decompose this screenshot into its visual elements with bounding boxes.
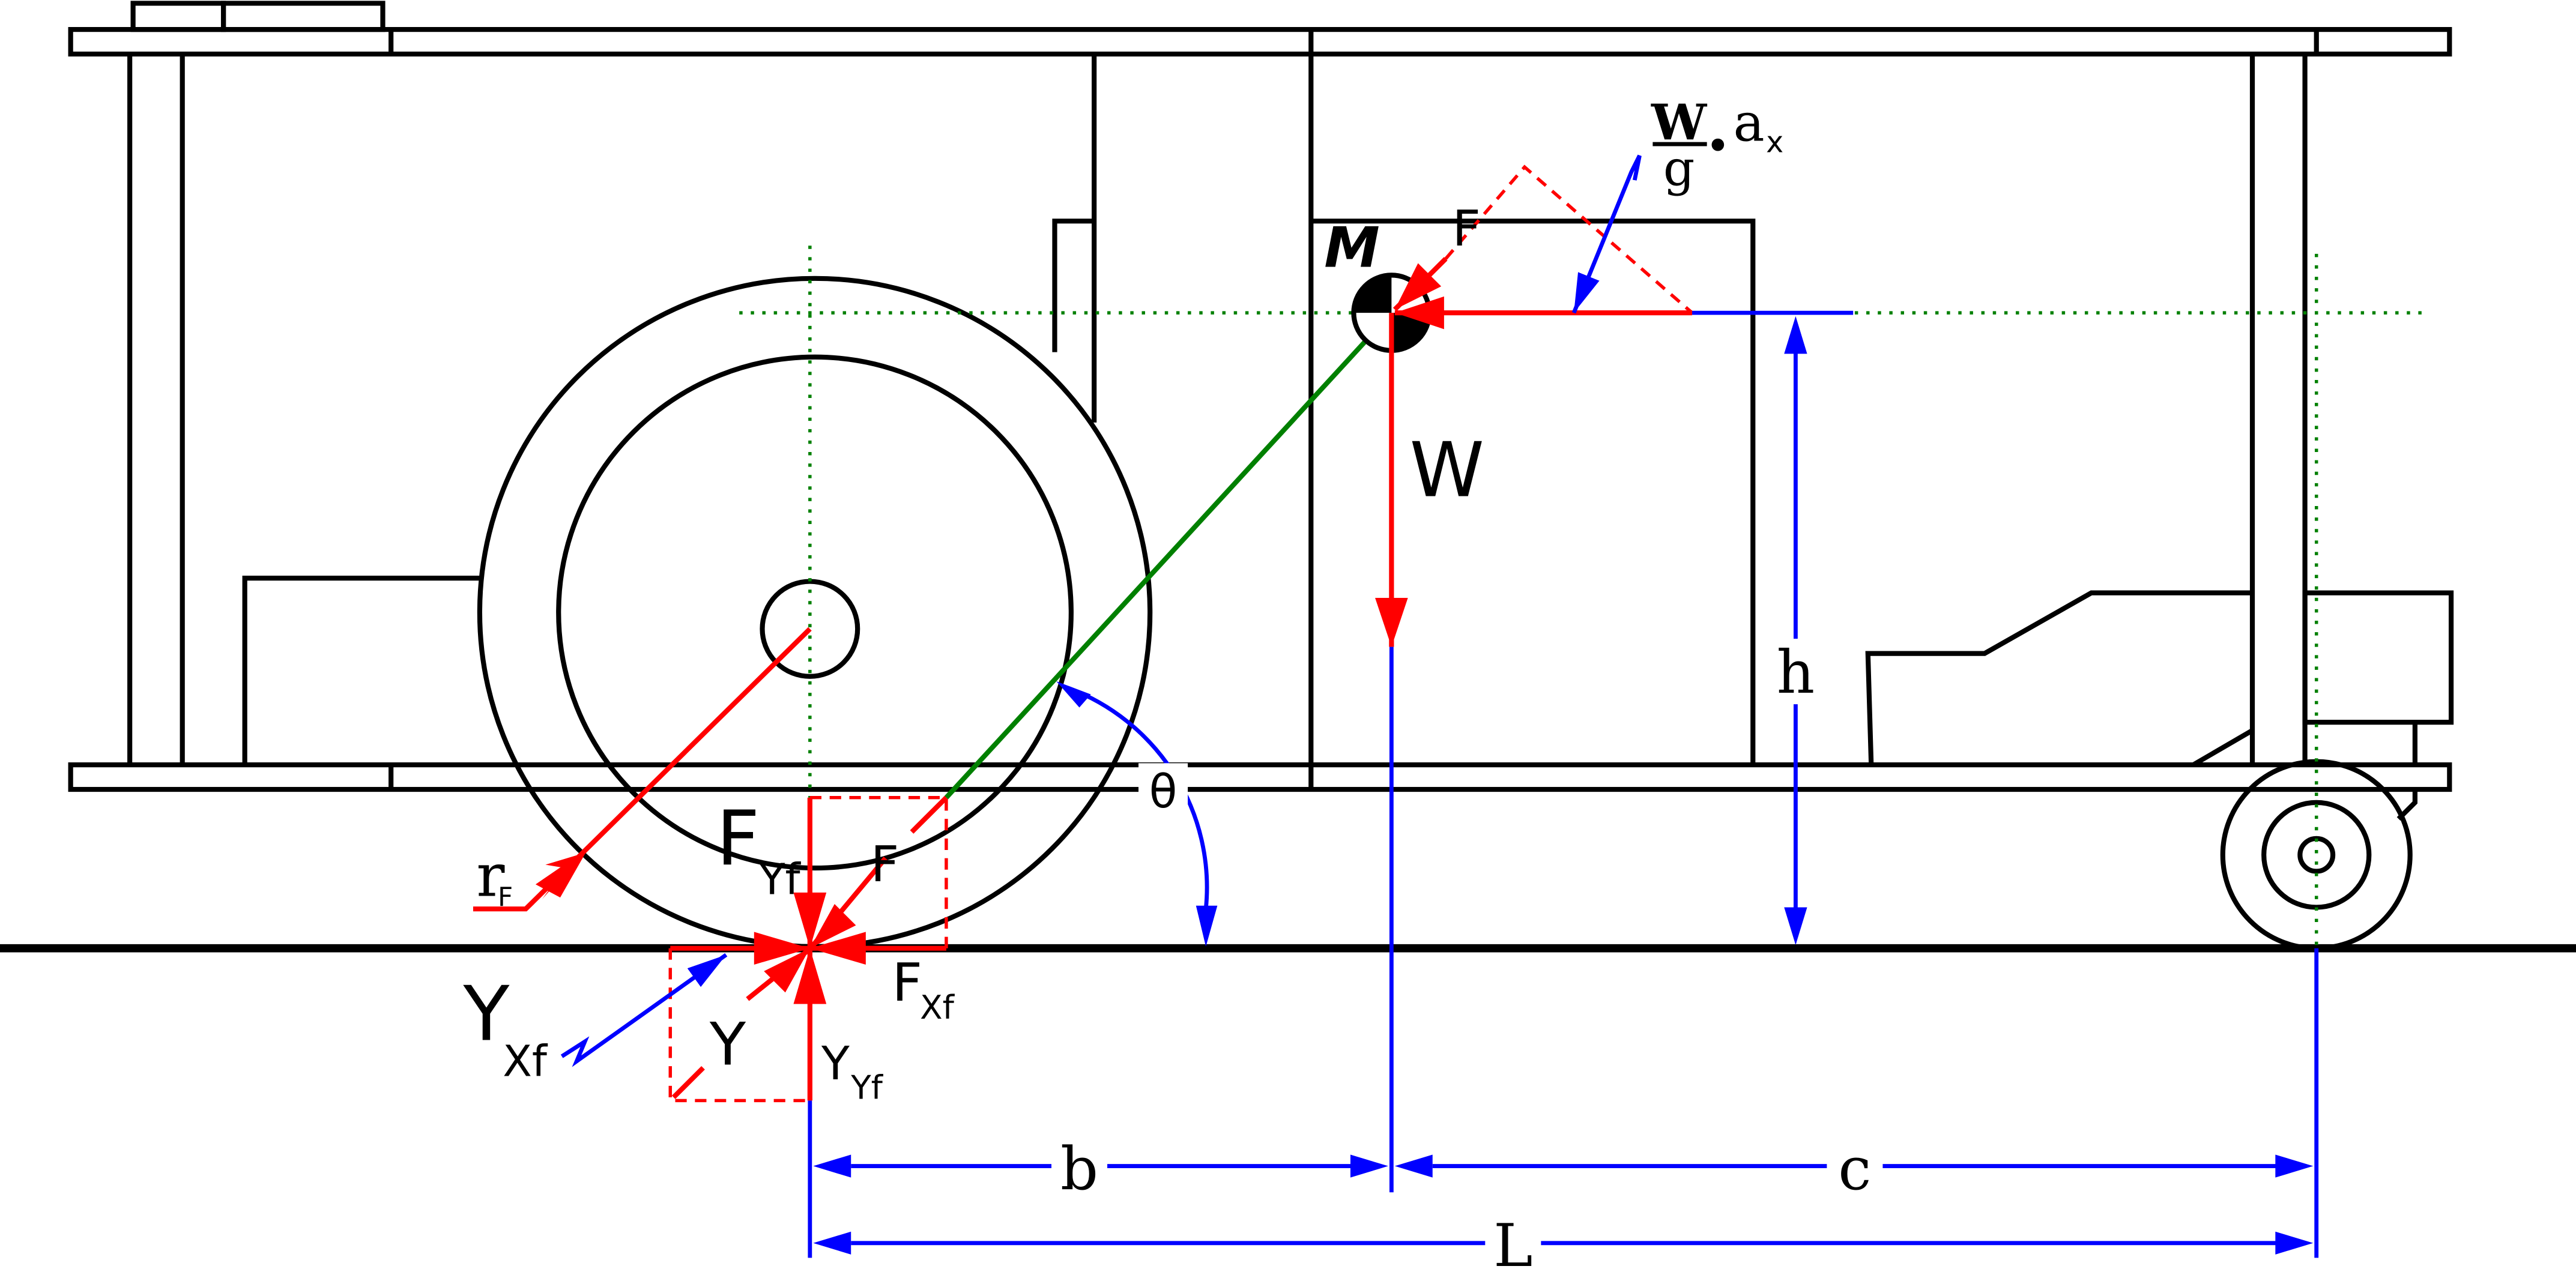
Y-arrowhead	[764, 948, 810, 993]
force-F-label-bottom: F	[871, 836, 899, 893]
radius-leader	[473, 627, 812, 912]
top-box-left	[130, 1, 226, 32]
dimension-c-label: c	[1838, 1135, 1871, 1204]
angle-theta-label: θ	[1149, 765, 1178, 819]
svg-text:Yf: Yf	[850, 1068, 883, 1107]
bottom-rail	[68, 762, 2452, 792]
force-triangle-dashed	[1444, 164, 1693, 315]
resultant-line-of-action	[944, 311, 1394, 800]
F-arrowhead	[809, 904, 856, 948]
svg-text:x: x	[1766, 125, 1783, 160]
dimension-L-label: L	[1493, 1212, 1532, 1280]
force-F-arrow-top	[1392, 257, 1448, 312]
force-F-label-top: F	[1453, 200, 1481, 258]
svg-text:r: r	[476, 842, 505, 911]
radius-label: r F	[476, 842, 513, 912]
top-rail	[68, 27, 2452, 57]
top-box-right	[220, 1, 385, 32]
Y-Xf-label: Y Xf	[463, 970, 548, 1087]
F-Yf-arrowhead	[793, 892, 827, 948]
reaction-Y-label: Y	[709, 1011, 746, 1079]
height-label-h: h	[1777, 639, 1815, 707]
svg-text:Y: Y	[821, 1037, 850, 1091]
front-wheel	[477, 276, 1153, 950]
svg-text:Xf: Xf	[920, 988, 955, 1026]
F-Yf-label: F Yf	[716, 795, 802, 905]
svg-text:Yf: Yf	[758, 855, 801, 905]
svg-text:W: W	[1651, 94, 1707, 151]
svg-text:•: •	[1705, 121, 1731, 170]
weight-label: W	[1409, 426, 1484, 514]
Y-Yf-arrowhead	[793, 948, 827, 1004]
contact-forces	[668, 795, 948, 1103]
F-Xf-arrowhead	[809, 932, 866, 965]
svg-text:F: F	[716, 795, 760, 883]
Y-Xf-arrowhead	[754, 932, 810, 965]
svg-text:g: g	[1663, 140, 1695, 197]
moment-label: M	[1324, 216, 1380, 280]
svg-text:a: a	[1733, 92, 1764, 154]
vehicle-frame	[68, 1, 2454, 821]
Y-Xf-leader-zigzag	[560, 953, 728, 1067]
svg-text:F: F	[498, 882, 513, 912]
inertia-label: W g • a x	[1651, 92, 1783, 197]
Y-Yf-label: Y Yf	[821, 1037, 884, 1107]
svg-text:Y: Y	[463, 970, 510, 1058]
svg-text:F: F	[892, 952, 922, 1013]
dimension-b-label: b	[1060, 1135, 1098, 1204]
F-Xf-label: F Xf	[892, 952, 955, 1026]
svg-text:Xf: Xf	[503, 1037, 548, 1087]
inertia-leader-zigzag	[1571, 154, 1642, 314]
